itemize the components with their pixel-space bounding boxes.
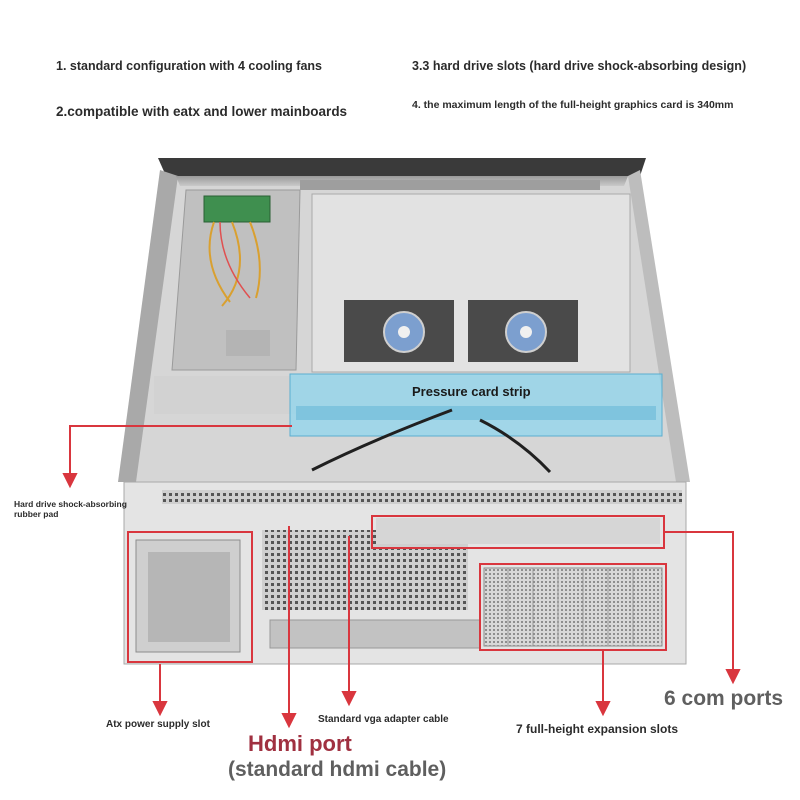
atx-highlight-box — [127, 531, 253, 663]
hdmi-sub-label: (standard hdmi cable) — [228, 758, 447, 781]
front-panel — [123, 481, 687, 665]
floor-cable — [311, 408, 552, 474]
vga-label: Standard vga adapter cable — [318, 714, 449, 725]
hdmi-label: Hdmi port — [248, 731, 352, 756]
callout-arrows — [62, 425, 741, 729]
rubber-pad-label: Hard drive shock-absorbing rubber pad — [14, 499, 127, 519]
atx-label: Atx power supply slot — [106, 719, 210, 730]
feature-2-text: 2.compatible with eatx and lower mainboa… — [56, 104, 348, 119]
drive-cage — [300, 180, 631, 373]
feature-4-text: 4. the maximum length of the full-height… — [412, 99, 734, 111]
expansion-slots-label: 7 full-height expansion slots — [516, 722, 679, 736]
pressure-card-strip — [154, 373, 663, 437]
feature-1-text: 1. standard configuration with 4 cooling… — [56, 59, 322, 73]
expansion-slots-highlight-box — [479, 563, 667, 651]
pressure-strip-label: Pressure card strip — [412, 384, 531, 399]
psu-cage — [171, 189, 301, 371]
feature-3-text: 3.3 hard drive slots (hard drive shock-a… — [412, 59, 747, 73]
com-ports-label: 6 com ports — [664, 687, 784, 710]
